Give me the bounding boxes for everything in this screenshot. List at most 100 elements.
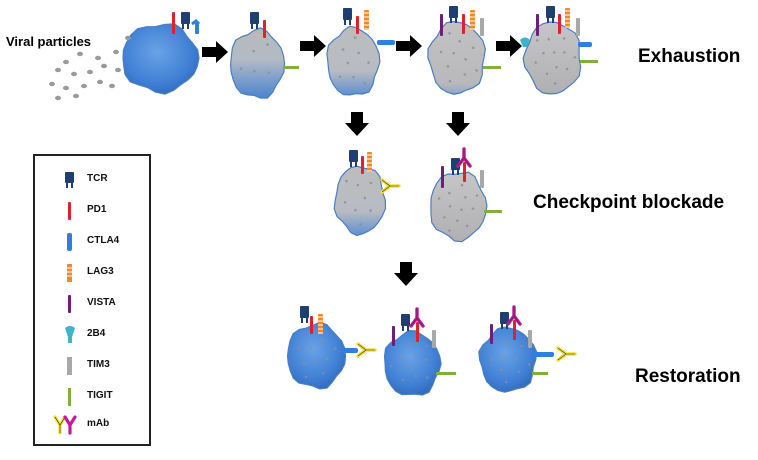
tim3-icon xyxy=(67,357,72,375)
viral-particle xyxy=(113,49,119,55)
right-arrow xyxy=(300,35,326,57)
cell-body xyxy=(427,20,487,95)
pd1-receptor xyxy=(356,16,359,34)
ctla4-receptor xyxy=(578,42,592,47)
mab-antibody xyxy=(356,342,377,358)
tcr-icon xyxy=(65,172,74,188)
legend-item-pd1: PD1 xyxy=(35,201,149,221)
ctla4-icon xyxy=(67,233,72,251)
ctla4-receptor xyxy=(342,348,358,353)
cell-body xyxy=(229,27,286,99)
blockade-t-cell-2 xyxy=(430,147,502,243)
tigit-receptor xyxy=(483,66,501,69)
tim3-receptor xyxy=(576,18,580,36)
cell-body xyxy=(478,326,538,393)
viral-particle xyxy=(49,81,55,87)
pd1-receptor xyxy=(263,20,266,38)
pd1-receptor xyxy=(513,320,516,340)
tim3-receptor xyxy=(528,330,532,348)
legend-item-tcr: TCR xyxy=(35,170,149,190)
tcr-receptor xyxy=(181,12,190,24)
legend-item-tigit: TIGIT xyxy=(35,387,149,407)
vista-receptor xyxy=(392,326,395,346)
restored-t-cell-1 xyxy=(286,306,377,390)
legend-item-tim3: TIM3 xyxy=(35,356,149,376)
viral-particle xyxy=(77,51,83,57)
pd1-receptor xyxy=(462,14,465,34)
mab-antibody xyxy=(556,346,577,362)
restored-t-cell-2 xyxy=(383,307,456,396)
tcr-receptor xyxy=(343,8,352,20)
mab-antibody xyxy=(409,307,425,328)
blockade-t-cell-1 xyxy=(333,150,401,237)
down-arrow xyxy=(446,112,470,136)
pd1-receptor xyxy=(172,12,175,34)
2b4-icon xyxy=(65,326,75,343)
pd1-receptor xyxy=(310,316,313,334)
down-arrow xyxy=(345,112,369,136)
viral-particle xyxy=(55,95,61,101)
viral-particle xyxy=(101,63,107,69)
pd1-receptor xyxy=(361,156,364,174)
cell-body xyxy=(333,165,387,237)
pd1-receptor xyxy=(558,14,561,34)
viral-particle xyxy=(87,69,93,75)
right-arrow xyxy=(496,35,522,57)
mab-antibody xyxy=(456,147,472,168)
right-arrow xyxy=(396,35,422,57)
tcr-receptor xyxy=(401,314,410,326)
mab-icon xyxy=(53,415,77,435)
ctla4-receptor xyxy=(195,22,199,34)
legend-item-mab: mAb xyxy=(35,415,149,435)
cell-body xyxy=(326,25,381,96)
lag3-icon xyxy=(67,264,72,282)
viral-particle xyxy=(73,93,79,99)
tim3-receptor xyxy=(480,18,484,36)
tigit-receptor xyxy=(283,66,299,69)
legend-item-2b4: 2B4 xyxy=(35,325,149,345)
vista-receptor xyxy=(490,324,493,344)
ctla4-receptor xyxy=(532,352,554,357)
vista-receptor xyxy=(440,14,443,36)
right-arrow xyxy=(202,41,228,63)
tcr-receptor xyxy=(500,312,509,324)
viral-particle xyxy=(97,79,103,85)
mab-antibody xyxy=(380,178,401,194)
restoration-label: Restoration xyxy=(635,366,741,387)
cell-body xyxy=(286,321,347,390)
down-arrow xyxy=(394,262,418,286)
viral-particle xyxy=(55,67,61,73)
tigit-icon xyxy=(68,388,71,406)
tcr-receptor xyxy=(250,12,259,24)
legend-item-ctla4: CTLA4 xyxy=(35,232,149,252)
exhausted-t-cell-1 xyxy=(229,12,299,99)
tim3-receptor xyxy=(480,170,484,188)
tcr-receptor xyxy=(300,306,309,318)
viral-particles xyxy=(49,35,131,101)
vista-receptor xyxy=(441,166,444,188)
mab-antibody xyxy=(506,305,522,326)
exhausted-t-cell-4 xyxy=(520,6,598,95)
tigit-receptor xyxy=(484,210,502,213)
2b4-receptor xyxy=(520,37,530,47)
pd1-icon xyxy=(68,202,71,220)
cell-body xyxy=(122,23,200,95)
legend: TCR PD1 CTLA4 LAG3 VISTA 2B4 TIM3 TIGIT … xyxy=(33,154,151,446)
tcr-receptor xyxy=(546,6,555,18)
tim3-receptor xyxy=(432,330,436,348)
exhausted-t-cell-2 xyxy=(326,8,395,96)
viral-particles-label: Viral particles xyxy=(6,34,92,49)
pd1-receptor xyxy=(463,162,466,182)
tigit-receptor xyxy=(580,60,598,63)
vista-receptor xyxy=(536,14,539,36)
viral-particle xyxy=(109,83,115,89)
tigit-receptor xyxy=(532,372,548,375)
viral-particle xyxy=(71,71,77,77)
exhausted-t-cell-3 xyxy=(427,6,501,95)
exhaustion-label: Exhaustion xyxy=(638,46,741,67)
tcr-receptor xyxy=(449,6,458,18)
viral-particle xyxy=(63,85,69,91)
restored-t-cell-3 xyxy=(478,305,577,393)
arrows-layer xyxy=(202,35,522,286)
